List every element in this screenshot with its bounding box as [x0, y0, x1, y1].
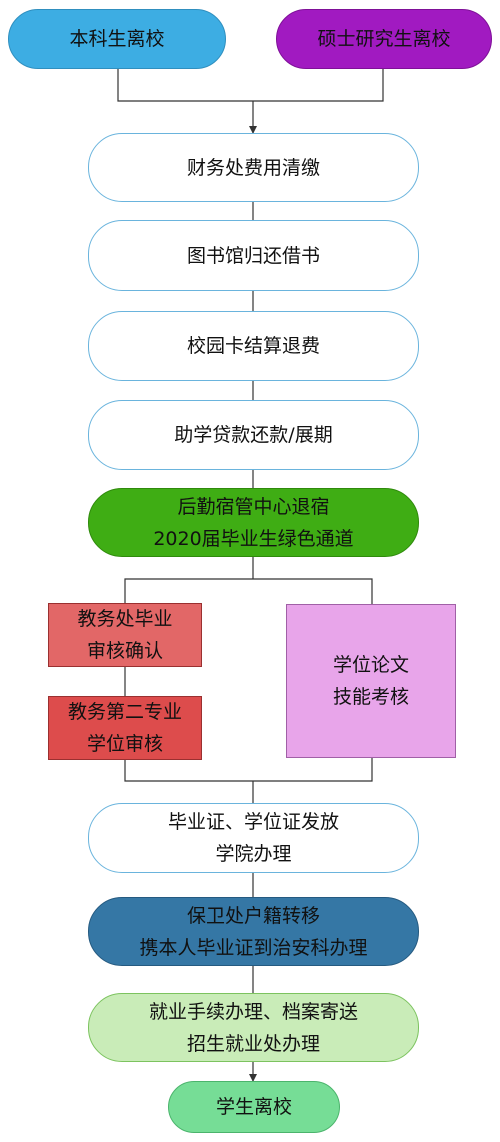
employment-line2: 招生就业处办理 — [186, 1032, 320, 1055]
thesis-line1: 学位论文 — [332, 654, 409, 676]
undergrad-leave-label: 本科生离校 — [69, 28, 165, 50]
second-major-line1: 教务第二专业 — [67, 701, 182, 723]
academic-affairs-line1: 教务处毕业 — [77, 608, 173, 630]
security-node: 保卫处户籍转移 携本人毕业证到治安科办理 — [88, 897, 419, 966]
certificates-node: 毕业证、学位证发放 学院办理 — [88, 803, 419, 873]
thesis-node: 学位论文 技能考核 — [286, 604, 456, 758]
academic-affairs-line2: 审核确认 — [86, 640, 163, 662]
certificates-line1: 毕业证、学位证发放 — [167, 811, 339, 833]
employment-node: 就业手续办理、档案寄送 招生就业处办理 — [88, 993, 419, 1062]
employment-line1: 就业手续办理、档案寄送 — [148, 1000, 358, 1023]
finance-label: 财务处费用清缴 — [186, 156, 320, 179]
campus-card-label: 校园卡结算退费 — [186, 335, 320, 357]
finance-node: 财务处费用清缴 — [88, 133, 419, 202]
student-leave-label: 学生离校 — [215, 1096, 292, 1118]
connector-top-merge — [117, 68, 384, 102]
master-leave-node: 硕士研究生离校 — [276, 9, 492, 69]
academic-affairs-node: 教务处毕业 审核确认 — [48, 603, 202, 667]
thesis-line2: 技能考核 — [332, 686, 409, 708]
student-leave-node: 学生离校 — [168, 1081, 340, 1133]
campus-card-node: 校园卡结算退费 — [88, 311, 419, 381]
loan-node: 助学贷款还款/展期 — [88, 400, 419, 470]
library-node: 图书馆归还借书 — [88, 220, 419, 291]
connector-join — [124, 758, 373, 803]
library-label: 图书馆归还借书 — [186, 244, 320, 267]
dorm-node: 后勤宿管中心退宿 2020届毕业生绿色通道 — [88, 488, 419, 557]
connector-split — [124, 557, 373, 604]
second-major-line2: 学位审核 — [86, 733, 163, 755]
loan-label: 助学贷款还款/展期 — [174, 424, 333, 446]
certificates-line2: 学院办理 — [215, 843, 292, 865]
security-line1: 保卫处户籍转移 — [186, 904, 320, 927]
dorm-label-line1: 后勤宿管中心退宿 — [177, 495, 330, 518]
security-line2: 携本人毕业证到治安科办理 — [139, 936, 368, 959]
master-leave-label: 硕士研究生离校 — [317, 28, 451, 50]
dorm-label-line2: 2020届毕业生绿色通道 — [153, 527, 354, 550]
second-major-node: 教务第二专业 学位审核 — [48, 696, 202, 760]
undergrad-leave-node: 本科生离校 — [8, 9, 226, 69]
